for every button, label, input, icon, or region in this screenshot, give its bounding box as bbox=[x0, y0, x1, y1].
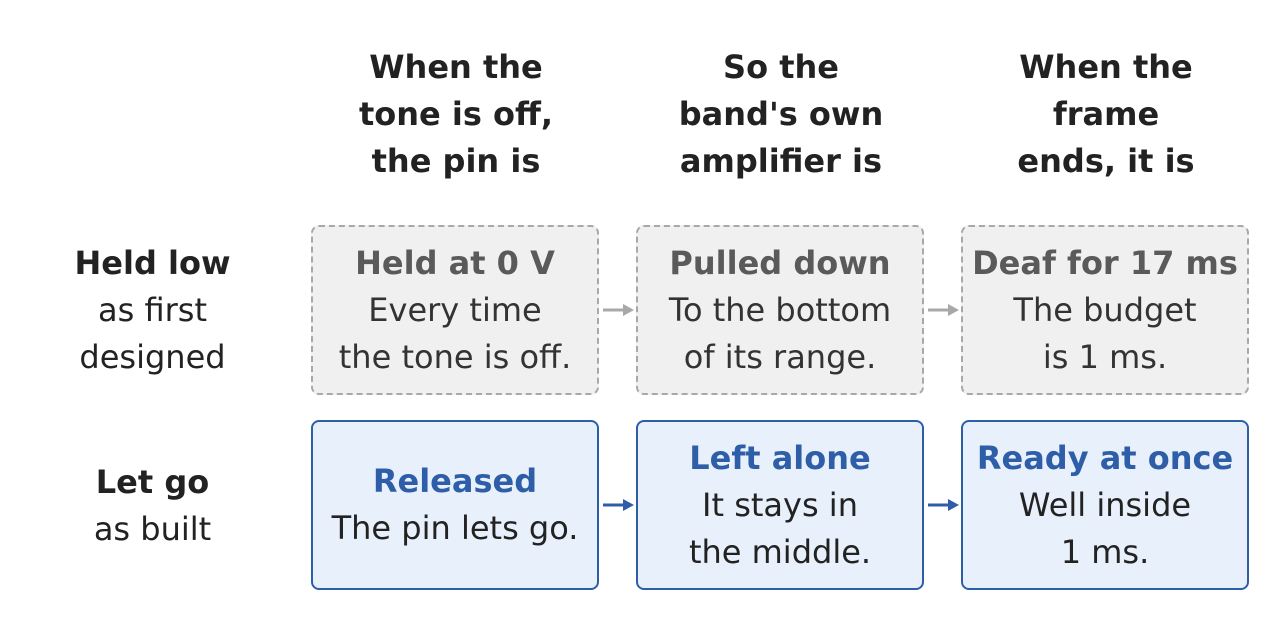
row-label-held-low: Held low as first designed bbox=[30, 240, 275, 381]
cell-ready-at-once: Ready at once Well inside 1 ms. bbox=[961, 420, 1249, 590]
cell-deaf-for-17ms: Deaf for 17 ms The budget is 1 ms. bbox=[961, 225, 1249, 395]
cell-title: Ready at once bbox=[976, 438, 1234, 477]
row-label-title: Held low bbox=[74, 244, 231, 282]
cell-left-alone: Left alone It stays in the middle. bbox=[636, 420, 924, 590]
cell-text: the middle. bbox=[688, 532, 872, 571]
cell-text: Every time bbox=[368, 290, 542, 329]
cell-text: the tone is off. bbox=[338, 337, 572, 376]
column-header-line: band's own bbox=[678, 95, 884, 133]
column-header-2: So the band's own amplifier is bbox=[636, 44, 926, 185]
cell-title: Released bbox=[372, 462, 538, 500]
column-header-line: ends, it is bbox=[1017, 142, 1195, 180]
cell-text: is 1 ms. bbox=[1042, 337, 1168, 376]
column-header-line: When the bbox=[369, 48, 543, 86]
cell-text: 1 ms. bbox=[1060, 532, 1150, 571]
column-header-3: When the frame ends, it is bbox=[961, 44, 1251, 185]
cell-text: of its range. bbox=[683, 337, 877, 376]
cell-title: Pulled down bbox=[669, 243, 891, 282]
cell-title: Deaf for 17 ms bbox=[972, 243, 1238, 282]
cell-text: It stays in bbox=[702, 485, 858, 524]
cell-text: The budget bbox=[1013, 290, 1197, 329]
built-arrow-2 bbox=[928, 499, 959, 511]
ghost-arrow-2 bbox=[928, 304, 959, 316]
row-label-sub: as built bbox=[93, 510, 212, 548]
cell-held-at-0v: Held at 0 V Every time the tone is off. bbox=[311, 225, 599, 395]
ghost-arrow-1 bbox=[603, 304, 634, 316]
column-header-line: When the bbox=[1019, 48, 1193, 86]
cell-text: The pin lets go. bbox=[331, 509, 579, 547]
cell-text: Well inside bbox=[1018, 485, 1192, 524]
column-header-line: So the bbox=[723, 48, 839, 86]
row-label-sub: as first bbox=[98, 291, 207, 329]
row-label-title: Let go bbox=[95, 463, 210, 501]
column-header-line: frame bbox=[1052, 95, 1160, 133]
column-header-line: amplifier is bbox=[679, 142, 883, 180]
column-header-1: When the tone is off, the pin is bbox=[311, 44, 601, 185]
column-header-line: the pin is bbox=[371, 142, 541, 180]
cell-text: To the bottom bbox=[668, 290, 892, 329]
row-label-sub: designed bbox=[79, 338, 226, 376]
built-arrow-1 bbox=[603, 499, 634, 511]
cell-released: Released The pin lets go. bbox=[311, 420, 599, 590]
row-label-let-go: Let go as built bbox=[30, 459, 275, 553]
cell-title: Left alone bbox=[689, 438, 871, 477]
column-header-line: tone is off, bbox=[358, 95, 554, 133]
cell-pulled-down: Pulled down To the bottom of its range. bbox=[636, 225, 924, 395]
cell-title: Held at 0 V bbox=[355, 243, 555, 282]
